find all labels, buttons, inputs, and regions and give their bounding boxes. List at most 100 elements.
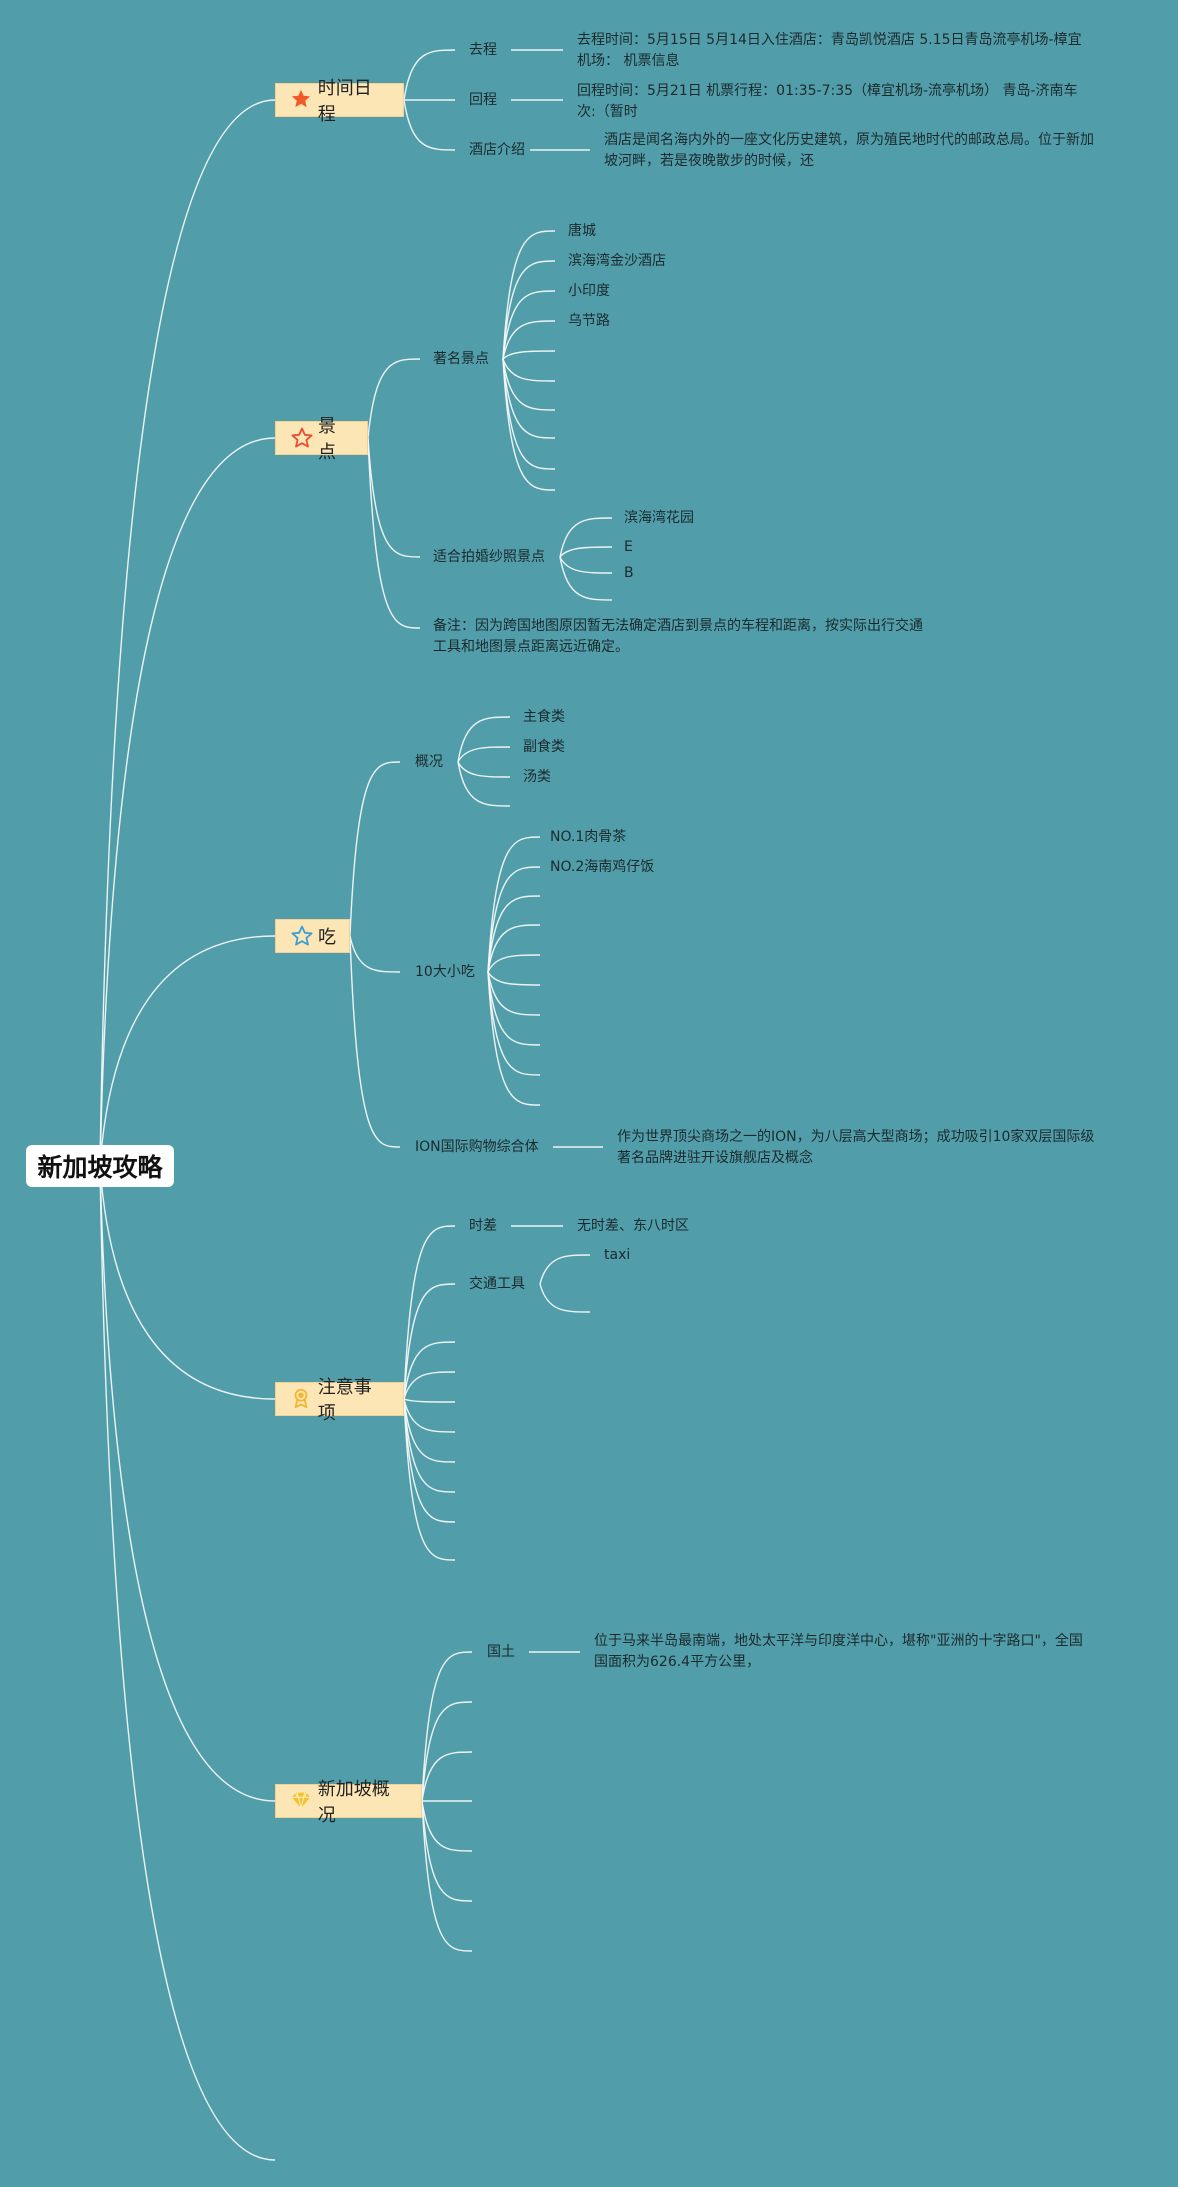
sights-note[interactable]: 备注：因为跨国地图原因暂无法确定酒店到景点的车程和距离，按实际出行交通工具和地图… xyxy=(433,618,923,655)
gem-icon xyxy=(290,1789,314,1813)
award-icon xyxy=(290,1387,314,1411)
topic-notes-label: 注意事项 xyxy=(317,1377,372,1424)
sights-branch xyxy=(367,358,421,439)
food-overview-item[interactable]: 主食类 xyxy=(523,709,565,725)
root-connector xyxy=(99,437,276,1167)
food-branch xyxy=(349,761,401,937)
snack-leaf xyxy=(487,971,541,1016)
root-topic[interactable]: 新加坡攻略 xyxy=(26,1145,174,1187)
ion-mall-details: 作为世界顶尖商场之一的ION，为八层高大型商场；成功吸引10家双层国际级著名品牌… xyxy=(617,1129,1095,1166)
star-outline-icon xyxy=(290,924,314,948)
node-top10-snacks[interactable]: 10大小吃 xyxy=(415,964,475,980)
node-hotel-intro[interactable]: 酒店介绍 xyxy=(469,142,525,158)
topic-notes[interactable]: 注意事项 xyxy=(275,1377,404,1424)
root-connector xyxy=(99,1165,276,1400)
wedding-sight-item[interactable]: E xyxy=(624,539,633,555)
famous-sights-leaf xyxy=(502,358,556,382)
overview-branch xyxy=(421,1701,473,1802)
sight-item[interactable]: 滨海湾金沙酒店 xyxy=(568,253,666,269)
snack-leaf xyxy=(487,924,541,973)
root-connector xyxy=(99,99,276,1167)
wedding-sights-leaf xyxy=(559,546,613,558)
food-overview-leaf xyxy=(457,746,511,763)
sight-item[interactable]: 唐城 xyxy=(568,223,596,239)
topic-singapore-overview[interactable]: 新加坡概况 xyxy=(275,1779,422,1826)
root-connector xyxy=(99,1165,276,1802)
notes-branch xyxy=(403,1225,456,1400)
food-overview-leaf xyxy=(457,761,511,807)
topic-food[interactable]: 吃 xyxy=(275,919,350,953)
topic-singapore-overview-label: 新加坡概况 xyxy=(317,1779,390,1826)
topic-sights[interactable]: 景点 xyxy=(275,416,368,463)
notes-branch xyxy=(403,1398,456,1493)
node-ion-mall[interactable]: ION国际购物综合体 xyxy=(415,1139,539,1155)
territory-details: 位于马来半岛最南端，地处太平洋与印度洋中心，堪称"亚洲的十字路口"，全国国面积为… xyxy=(594,1633,1083,1670)
root-connector xyxy=(99,1165,276,2161)
node-depart[interactable]: 去程 xyxy=(469,42,497,58)
snack-item[interactable]: NO.1肉骨茶 xyxy=(550,829,627,845)
famous-sights-leaf xyxy=(502,290,556,360)
wedding-sight-item[interactable]: B xyxy=(624,565,634,581)
famous-sights-leaf xyxy=(502,358,556,491)
food-overview-leaf xyxy=(457,761,511,778)
hotel-intro-details: 酒店是闻名海内外的一座文化历史建筑，原为殖民地时代的邮政总局。位于新加坡河畔，若… xyxy=(604,132,1094,169)
notes-branch xyxy=(403,1398,456,1463)
sights-branch xyxy=(367,437,421,629)
topic-schedule[interactable]: 时间日程 xyxy=(275,78,404,125)
famous-sights-leaf xyxy=(502,320,556,360)
return-details: 回程时间：5月21日 机票行程：01:35-7:35（樟宜机场-流亭机场） 青岛… xyxy=(577,83,1078,120)
notes-branch xyxy=(403,1283,456,1400)
snack-leaf xyxy=(487,971,541,986)
famous-sights-leaf xyxy=(502,260,556,360)
snack-leaf xyxy=(487,895,541,973)
food-overview-item[interactable]: 汤类 xyxy=(523,769,551,785)
sights-branch xyxy=(367,437,421,558)
snack-item[interactable]: NO.2海南鸡仔饭 xyxy=(550,859,655,875)
topic-sights-label: 景点 xyxy=(318,416,336,463)
transport-leaf xyxy=(539,1254,591,1285)
famous-sights-leaf xyxy=(502,358,556,411)
overview-branch xyxy=(421,1800,473,1902)
famous-sights-leaf xyxy=(502,358,556,439)
famous-sights-leaf xyxy=(502,350,556,360)
node-territory[interactable]: 国土 xyxy=(487,1644,515,1660)
overview-branch xyxy=(421,1800,473,1952)
node-transport[interactable]: 交通工具 xyxy=(469,1276,525,1292)
transport-leaf xyxy=(539,1283,591,1313)
star-outline-icon xyxy=(290,426,314,450)
node-return[interactable]: 回程 xyxy=(469,92,497,108)
snack-leaf xyxy=(487,971,541,1076)
root-connector xyxy=(99,935,276,1167)
snack-leaf xyxy=(487,971,541,1046)
overview-branch xyxy=(421,1751,473,1802)
notes-branch xyxy=(403,1398,456,1561)
node-wedding-photo-sights[interactable]: 适合拍婚纱照景点 xyxy=(433,549,545,565)
food-overview-item[interactable]: 副食类 xyxy=(523,739,565,755)
node-famous-sights[interactable]: 著名景点 xyxy=(433,351,489,367)
sight-item[interactable]: 乌节路 xyxy=(568,313,610,329)
snack-leaf xyxy=(487,836,541,973)
timezone-details: 无时差、东八时区 xyxy=(577,1218,689,1234)
node-food-overview[interactable]: 概况 xyxy=(415,754,443,770)
notes-branch xyxy=(403,1398,456,1433)
wedding-sights-leaf xyxy=(559,556,613,601)
sight-item[interactable]: 小印度 xyxy=(568,283,610,299)
food-branch xyxy=(349,935,401,1148)
wedding-sights-leaf xyxy=(559,556,613,574)
schedule-branch xyxy=(403,49,456,101)
transport-item[interactable]: taxi xyxy=(604,1247,631,1263)
wedding-sight-item[interactable]: 滨海湾花园 xyxy=(624,510,694,526)
famous-sights-leaf xyxy=(502,230,556,360)
notes-branch xyxy=(403,1371,456,1400)
depart-details: 去程时间：5月15日 5月14日入住酒店：青岛凯悦酒店 5.15日青岛流亭机场-… xyxy=(577,32,1082,69)
topic-food-label: 吃 xyxy=(318,927,336,948)
snack-leaf xyxy=(487,971,541,1106)
overview-branch xyxy=(421,1651,473,1802)
notes-branch xyxy=(403,1398,456,1403)
food-overview-leaf xyxy=(457,716,511,763)
wedding-sights-leaf xyxy=(559,517,613,558)
snack-leaf xyxy=(487,866,541,973)
node-timezone[interactable]: 时差 xyxy=(469,1218,497,1234)
